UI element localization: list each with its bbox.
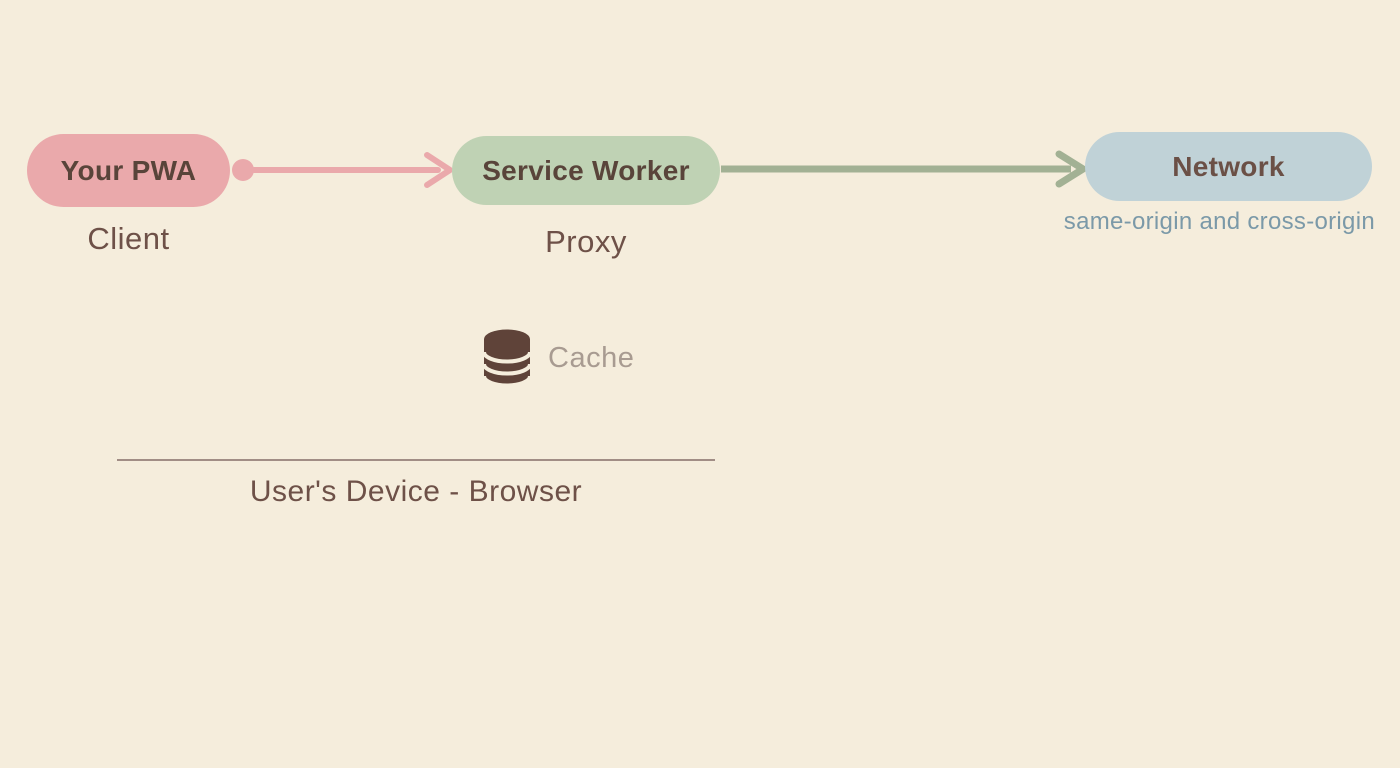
arrowhead-icon <box>424 152 453 188</box>
device-boundary-line <box>117 459 715 461</box>
node-network: Network <box>1085 132 1372 201</box>
arrow-origin-dot <box>232 159 254 181</box>
node-service-worker-label: Service Worker <box>482 154 690 186</box>
database-icon <box>483 329 531 387</box>
device-boundary-label: User's Device - Browser <box>249 475 583 508</box>
cache-group: Cache <box>483 329 634 387</box>
origin-scope-label: same-origin and cross-origin <box>1063 208 1375 235</box>
proxy-label: Proxy <box>545 224 627 259</box>
cache-label: Cache <box>548 341 635 374</box>
serviceworker-to-network-arrow <box>721 150 1087 188</box>
node-your-pwa-label: Your PWA <box>60 154 197 186</box>
pwa-to-serviceworker-arrow <box>232 152 453 188</box>
node-network-label: Network <box>1172 150 1285 182</box>
node-service-worker: Service Worker <box>452 136 720 205</box>
node-your-pwa: Your PWA <box>27 134 230 207</box>
arrowhead-icon <box>1055 150 1087 188</box>
client-label: Client <box>87 221 170 256</box>
